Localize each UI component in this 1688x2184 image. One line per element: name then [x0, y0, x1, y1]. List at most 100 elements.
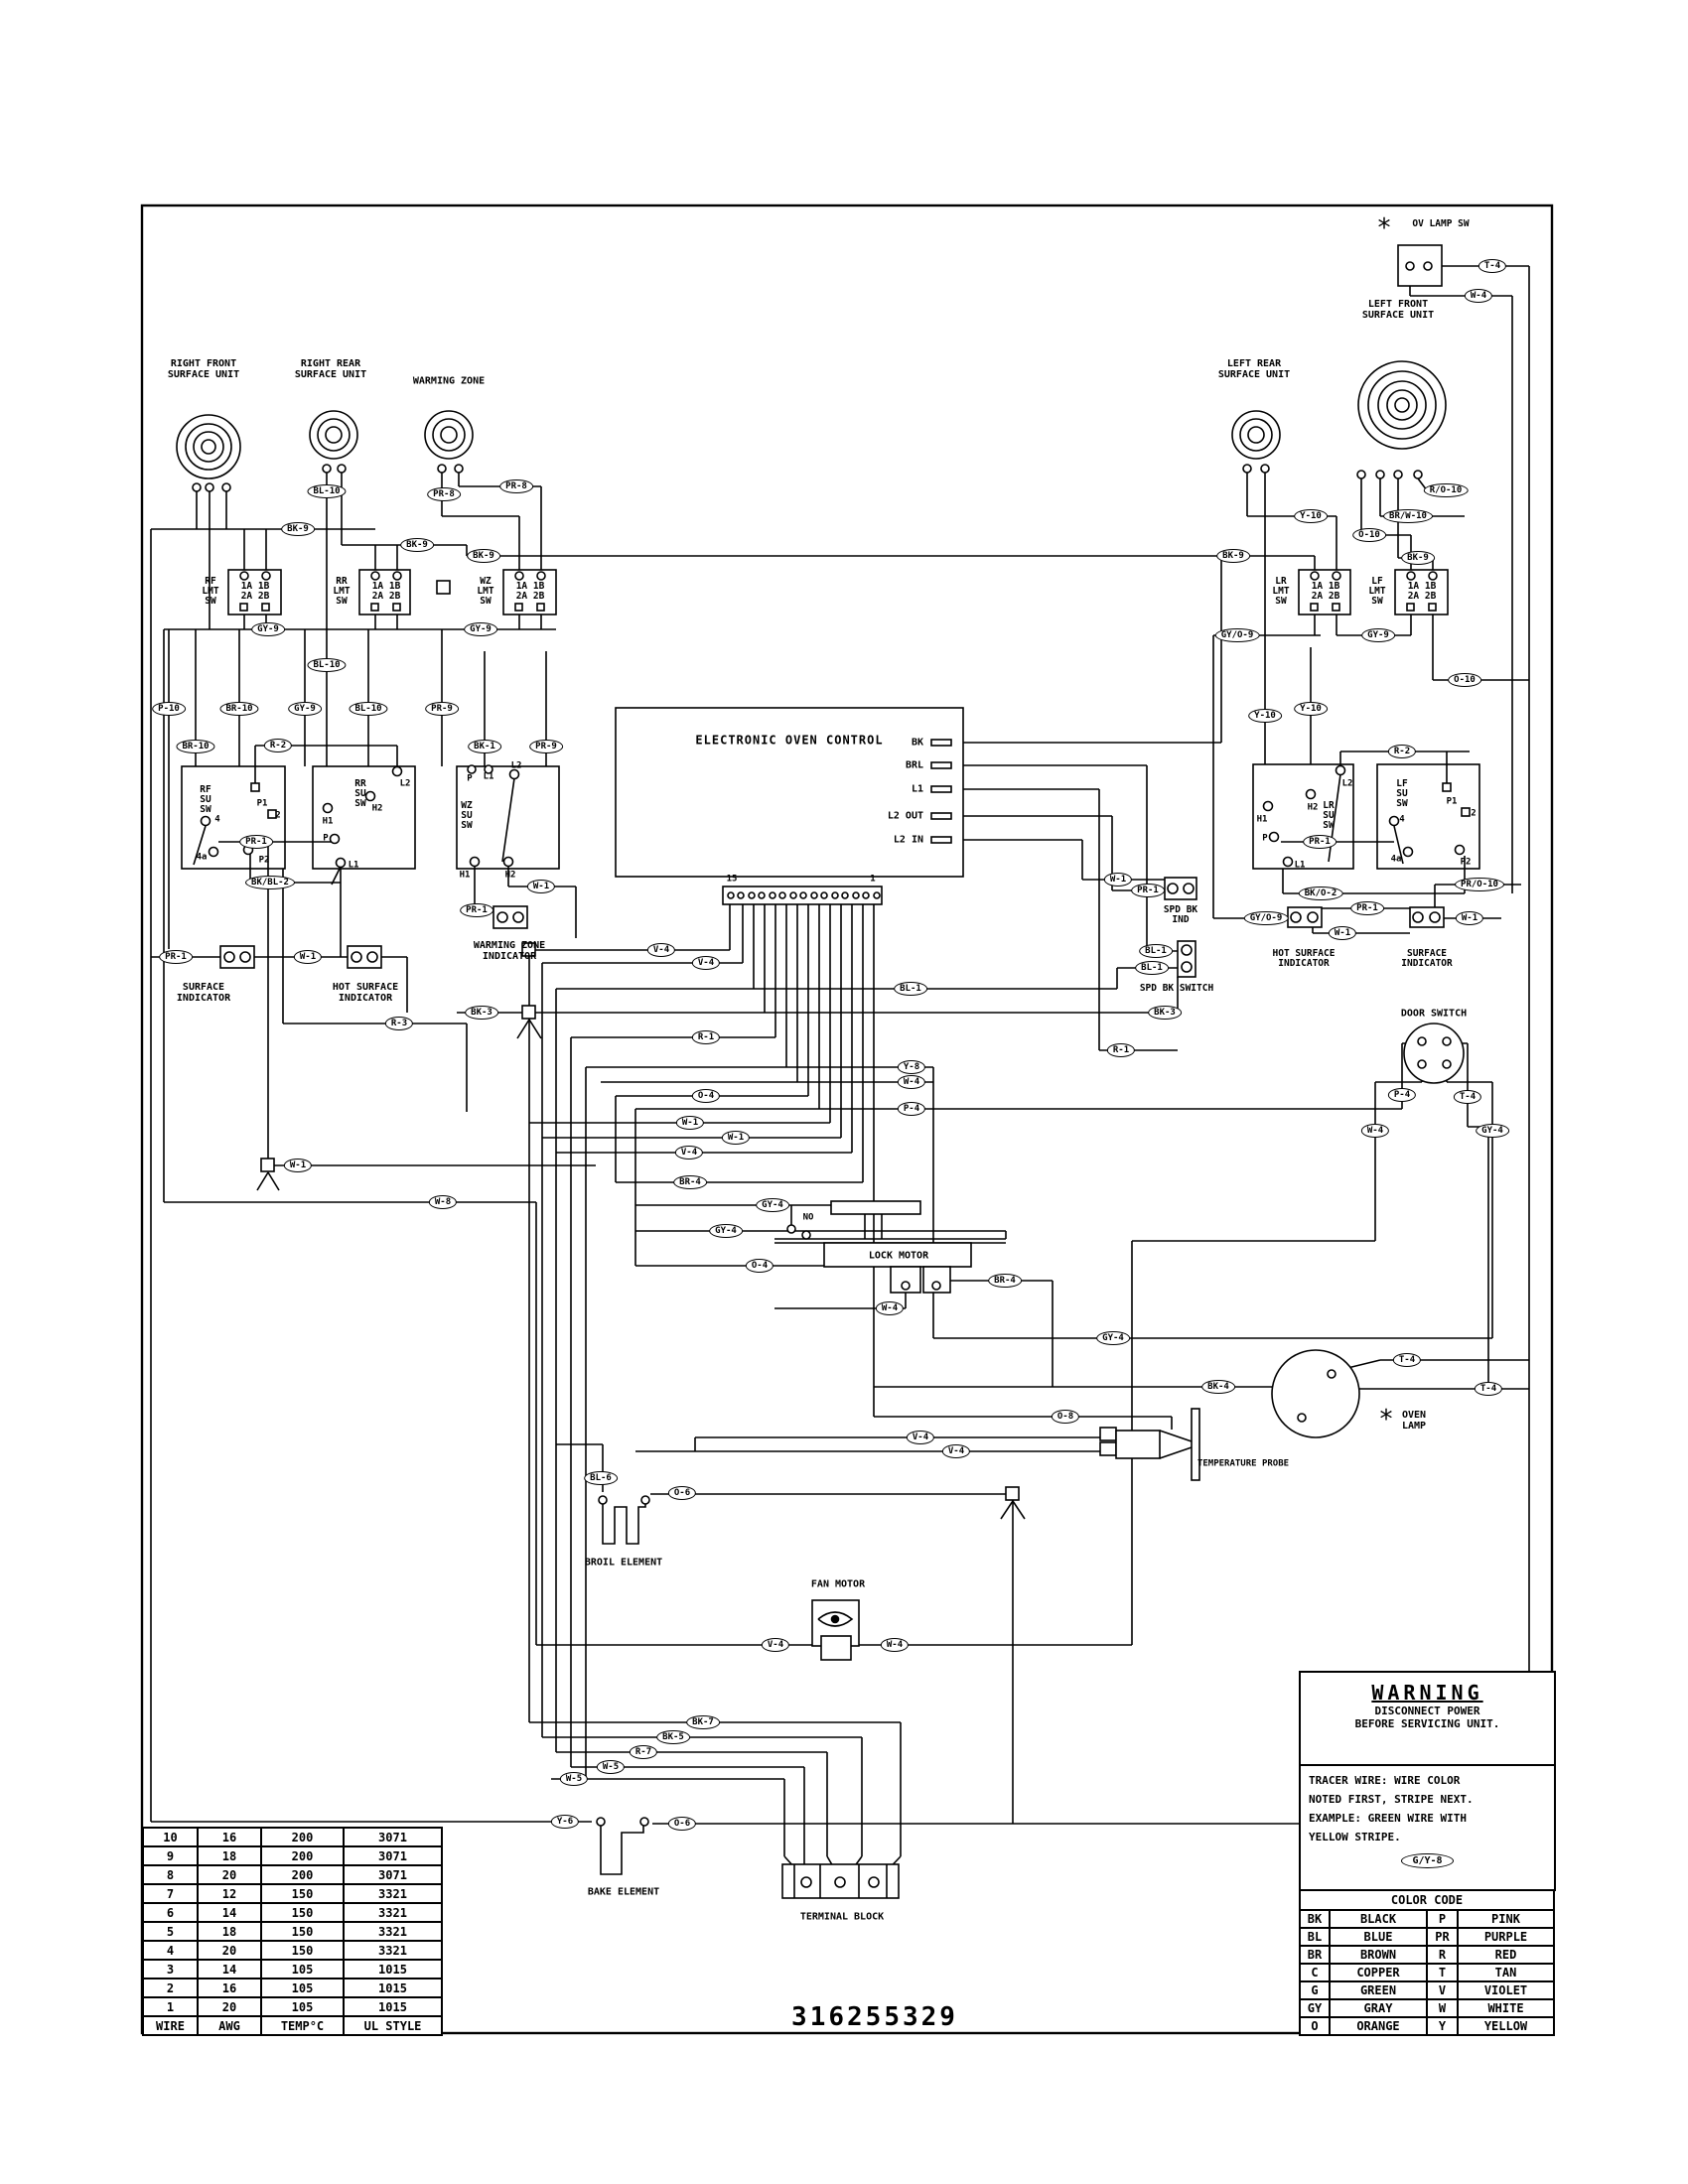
diagram-label: 15 — [726, 874, 738, 885]
table-cell: 3321 — [343, 1921, 443, 1942]
wire-flag: BK-1 — [468, 740, 501, 753]
wire-flag: W-4 — [897, 1075, 926, 1089]
diagram-label: NO — [802, 1212, 814, 1223]
warning-box: WARNING DISCONNECT POWER BEFORE SERVICIN… — [1299, 1671, 1556, 1891]
wire-flag: V-4 — [674, 1146, 704, 1160]
diagram-label: * — [1379, 1405, 1393, 1434]
diagram-label: RR SU SW — [354, 778, 366, 809]
warning-title: WARNING — [1371, 1681, 1483, 1705]
table-cell: P — [1426, 1909, 1459, 1929]
diagram-label: BROIL ELEMENT — [584, 1557, 663, 1569]
table-cell: BK — [1299, 1909, 1331, 1929]
table-cell: 18 — [197, 1921, 262, 1942]
table-cell: PURPLE — [1457, 1927, 1555, 1947]
warning-line1: DISCONNECT POWER — [1374, 1705, 1480, 1717]
table-cell: BROWN — [1329, 1945, 1428, 1965]
diagram-label: H1 — [459, 870, 471, 881]
diagram-label: BAKE ELEMENT — [587, 1886, 660, 1898]
wire-flag: P-4 — [1387, 1088, 1417, 1102]
wire-flag: V-4 — [941, 1444, 971, 1458]
diagram-label: 2 — [275, 810, 281, 821]
table-cell: PR — [1426, 1927, 1459, 1947]
table-cell: 3321 — [343, 1940, 443, 1961]
wire-flag: Y-6 — [550, 1815, 580, 1829]
diagram-label: P2 — [1460, 857, 1472, 868]
table-cell: BLACK — [1329, 1909, 1428, 1929]
table-cell: 200 — [260, 1827, 345, 1847]
warming-zone-coil — [424, 410, 474, 474]
diagram-label: HOT SURFACE INDICATOR — [332, 982, 399, 1004]
diagram-label: ELECTRONIC OVEN CONTROL — [695, 733, 884, 748]
wire-flag: O-6 — [667, 1817, 697, 1831]
wire-table-header-row: WIRE AWG TEMP°C UL STYLE — [142, 2015, 443, 2036]
diagram-label: 1A 1B 2A 2B — [1407, 581, 1437, 602]
wire-flag: V-4 — [646, 943, 676, 957]
table-cell: 1 — [142, 1996, 199, 2017]
wire-flag: W-1 — [283, 1159, 313, 1172]
left-rear-surface-unit-coil — [1231, 410, 1281, 474]
table-cell: 200 — [260, 1845, 345, 1866]
diagram-label: L2 — [1341, 778, 1353, 789]
wire-flag: V-4 — [691, 956, 721, 970]
wire-flag: GY-4 — [1476, 1124, 1509, 1138]
wire-flag: W-4 — [1360, 1124, 1390, 1138]
wire-flag: T-4 — [1453, 1090, 1482, 1104]
diagram-label: LEFT REAR SURFACE UNIT — [1217, 358, 1291, 380]
wire-flag: P-10 — [152, 702, 186, 716]
tracer-wire-note: TRACER WIRE: WIRE COLOR NOTED FIRST, STR… — [1309, 1774, 1474, 1843]
table-cell: 16 — [197, 1827, 262, 1847]
wire-flag: W-1 — [1103, 873, 1133, 887]
wire-flag: W-8 — [428, 1195, 458, 1209]
diagram-label: P2 — [258, 855, 270, 866]
wire-flag: PR-1 — [1303, 835, 1336, 849]
table-cell: 105 — [260, 1978, 345, 1998]
diagram-label: H2 — [371, 803, 383, 814]
wire-flag: BK-4 — [1201, 1380, 1235, 1394]
table-cell: 20 — [197, 1996, 262, 2017]
part-number: 316255329 — [791, 2002, 958, 2032]
table-cell: 150 — [260, 1883, 345, 1904]
wire-flag: O-4 — [745, 1259, 774, 1273]
diagram-label: L2 — [399, 778, 411, 789]
diagram-label: P — [467, 773, 473, 784]
table-cell: O — [1299, 2016, 1331, 2036]
table-cell: Y — [1426, 2016, 1459, 2036]
wire-flag: BK-9 — [467, 549, 500, 563]
table-cell: 9 — [142, 1845, 199, 1866]
wire-flag: W-1 — [1328, 926, 1357, 940]
diagram-label: P1 — [1446, 796, 1458, 807]
wire-flag: BK-3 — [465, 1006, 498, 1020]
table-cell: COPPER — [1329, 1963, 1428, 1982]
wire-flag: GY-9 — [464, 622, 497, 636]
table-cell: 150 — [260, 1902, 345, 1923]
diagram-label: 4 — [1399, 814, 1405, 825]
wire-flag: PR-9 — [425, 702, 459, 716]
diagram-label: OV LAMP SW — [1412, 218, 1470, 229]
diagram-label: WZ LMT SW — [477, 576, 494, 607]
table-cell: 1015 — [343, 1978, 443, 1998]
diagram-label: RR LMT SW — [333, 576, 351, 607]
table-cell: 14 — [197, 1959, 262, 1979]
diagram-label: SURFACE INDICATOR — [176, 982, 231, 1004]
wire-flag: W-5 — [559, 1772, 589, 1786]
diagram-label: 4a — [1390, 854, 1402, 865]
diagram-label: 1A 1B 2A 2B — [240, 581, 270, 602]
wire-flag: W-1 — [1455, 911, 1484, 925]
surface-unit-switch-boxes — [181, 763, 1480, 886]
wire-flag: PR/O-10 — [1455, 878, 1504, 891]
diagram-label: LEFT FRONT SURFACE UNIT — [1361, 299, 1435, 321]
wire-flag: BR-4 — [673, 1175, 707, 1189]
diagram-label: TEMPERATURE PROBE — [1196, 1458, 1290, 1469]
wire-flag: W-5 — [596, 1760, 626, 1774]
wire-flag: W-1 — [526, 880, 556, 893]
table-cell: 3071 — [343, 1827, 443, 1847]
wire-flag: R-1 — [1106, 1043, 1136, 1057]
diagram-label: H1 — [322, 816, 334, 827]
wire-flag: R-2 — [1387, 745, 1417, 758]
